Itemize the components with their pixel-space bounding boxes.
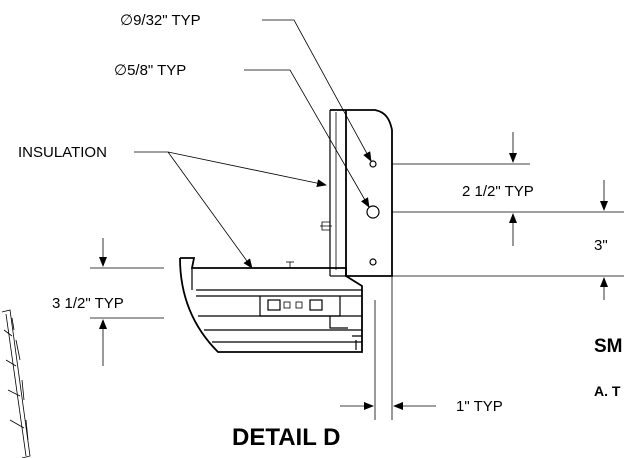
dim-2-5-label: 2 1/2" TYP — [462, 183, 534, 200]
extension-lines-right — [392, 163, 624, 277]
small-hole-upper — [369, 160, 377, 168]
leader-hole-large — [244, 69, 370, 208]
dim-1-label: 1" TYP — [456, 398, 503, 415]
extension-lines-1in — [374, 276, 393, 420]
leader-insulation — [134, 151, 327, 269]
large-hole — [366, 205, 380, 219]
hole-small-label: ∅9/32" TYP — [120, 12, 201, 29]
note-a-partial: A. T — [594, 383, 621, 399]
hole-large-label: ∅5/8" TYP — [114, 62, 186, 79]
dim-3-label: 3" — [594, 237, 608, 254]
detail-title: DETAIL D — [232, 424, 340, 451]
housing-assembly — [179, 257, 363, 353]
insulation-label: INSULATION — [18, 144, 107, 161]
left-edge-partial-object — [1, 309, 31, 458]
dim-3-5-label: 3 1/2" TYP — [52, 295, 124, 312]
extension-lines-left — [90, 267, 164, 319]
note-heading-partial: SM — [594, 336, 623, 357]
leader-hole-small — [262, 19, 372, 162]
small-hole-lower — [369, 258, 377, 266]
vertical-plate — [320, 109, 393, 277]
